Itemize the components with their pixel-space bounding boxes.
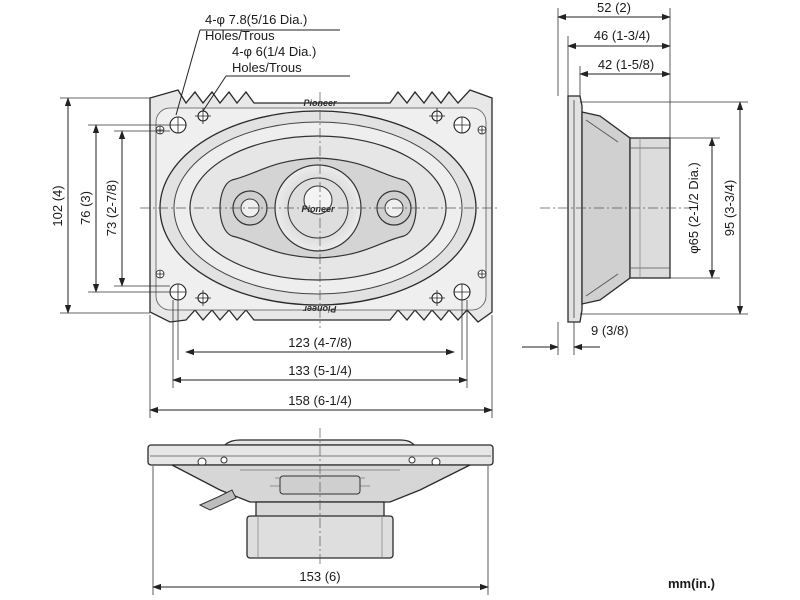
hole-large-label-2: Holes/Trous: [205, 28, 275, 43]
dim-123-label: 123 (4-7/8): [288, 335, 352, 350]
dim-9-label: 9 (3/8): [591, 323, 629, 338]
hole-callouts: 4-φ 7.8(5/16 Dia.) Holes/Trous 4-φ 6(1/4…: [175, 12, 350, 116]
side-dimensions: 52 (2) 46 (1-3/4) 42 (1-5/8) 9 (3/8) φ65…: [522, 0, 748, 355]
dim-102-label: 102 (4): [50, 185, 65, 226]
dim-42-label: 42 (1-5/8): [598, 57, 654, 72]
front-width-dimensions: 123 (4-7/8) 133 (5-1/4) 158 (6-1/4): [149, 300, 493, 418]
terminal: [198, 489, 237, 511]
units-label: mm(in.): [668, 576, 715, 591]
center-tweeter-dome: [303, 185, 333, 215]
front-height-dimensions: 102 (4) 76 (3) 73 (2-7/8): [50, 97, 170, 314]
bottom-top-rim: [223, 439, 416, 446]
dim-158-label: 158 (6-1/4): [288, 393, 352, 408]
hole-small-label-1: 4-φ 6(1/4 Dia.): [232, 44, 316, 59]
dim-133-label: 133 (5-1/4): [288, 363, 352, 378]
dim-73-label: 73 (2-7/8): [104, 180, 119, 236]
bottom-view: [147, 428, 494, 565]
hole-large-label-1: 4-φ 7.8(5/16 Dia.): [205, 12, 307, 27]
dim-76-label: 76 (3): [78, 191, 93, 225]
dim-153-label: 153 (6): [299, 569, 340, 584]
side-flange: [567, 95, 583, 323]
center-brand: Pioneer: [301, 204, 335, 214]
side-view: [540, 95, 690, 323]
bottom-width-dimension: 153 (6): [152, 466, 489, 595]
front-view: Pioneer Pioneer Pioneer: [140, 89, 500, 328]
dim-95-label: 95 (3-3/4): [722, 180, 737, 236]
dim-46-label: 46 (1-3/4): [594, 28, 650, 43]
dim-65-label: φ65 (2-1/2 Dia.): [686, 162, 701, 254]
hole-small-label-2: Holes/Trous: [232, 60, 302, 75]
dim-52-label: 52 (2): [597, 0, 631, 15]
top-brand: Pioneer: [303, 98, 337, 108]
